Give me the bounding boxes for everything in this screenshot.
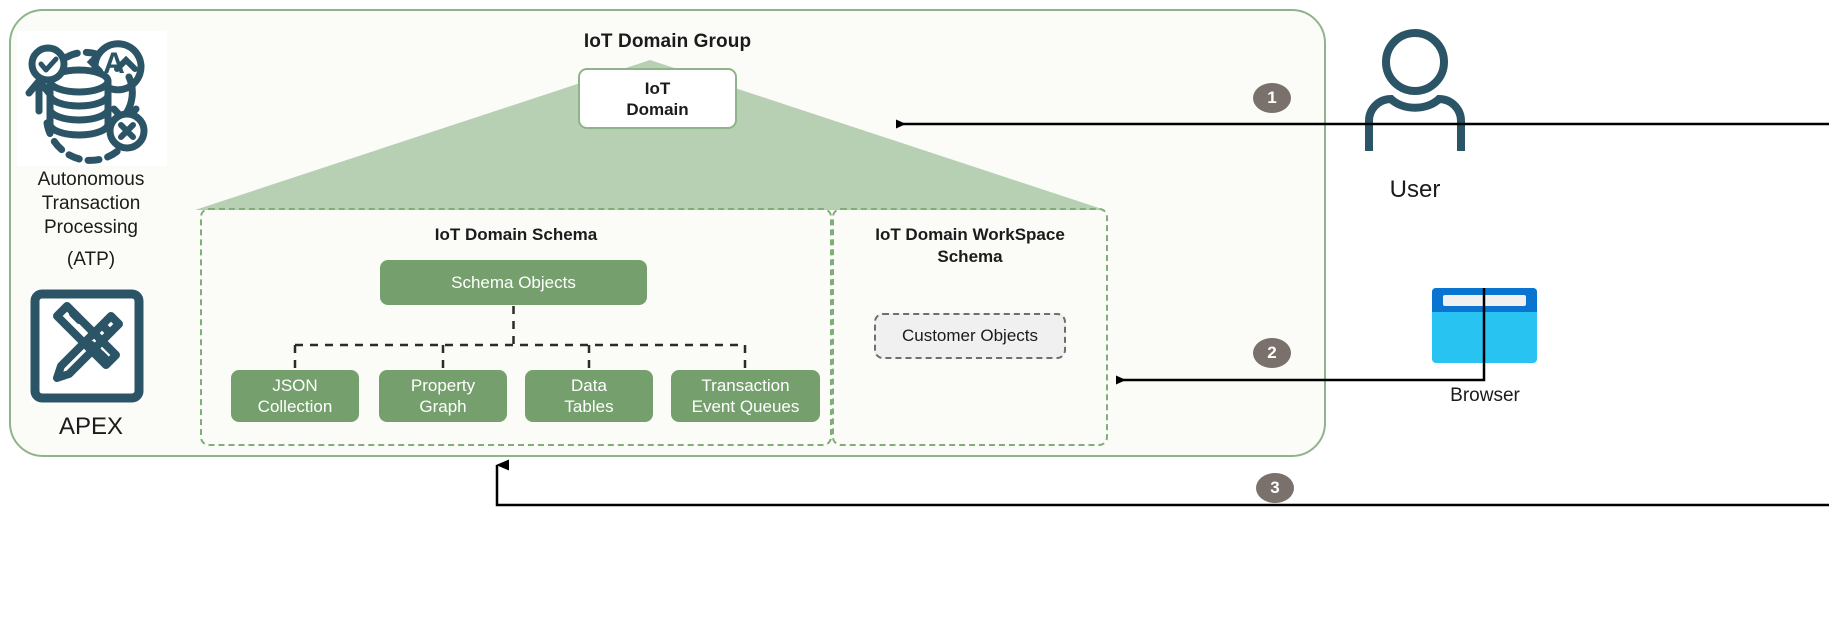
workspace-title-line-1: IoT Domain WorkSpace [875,225,1065,244]
browser-label: Browser [1450,385,1520,406]
step-badge-2: 2 [1253,338,1291,368]
data-tables-line-2: Tables [564,397,614,416]
svg-text:A: A [103,47,125,80]
data-tables-line-1: Data [571,376,607,395]
customer-objects-node[interactable]: Customer Objects [874,313,1066,359]
iot-domain-schema-panel: IoT Domain Schema [200,208,832,446]
iot-domain-node[interactable]: IoT Domain [578,68,737,129]
transaction-event-queues-line-2: Event Queues [691,397,800,416]
json-collection-node[interactable]: JSON Collection [231,370,359,422]
atp-label-line-4: (ATP) [66,249,116,270]
atp-label: Autonomous Transaction Processing (ATP) [6,168,176,272]
data-tables-node[interactable]: Data Tables [525,370,653,422]
transaction-event-queues-node[interactable]: Transaction Event Queues [671,370,820,422]
iot-domain-workspace-schema-panel: IoT Domain WorkSpace Schema [832,208,1108,446]
property-graph-node[interactable]: Property Graph [379,370,507,422]
json-collection-line-1: JSON [272,376,318,395]
atp-label-line-1: Autonomous [37,169,145,190]
atp-icon: A [17,31,167,166]
user-icon [1365,29,1465,151]
property-graph-line-1: Property [410,376,476,395]
step-badge-1: 1 [1253,83,1291,113]
transaction-event-queues-line-1: Transaction [701,376,790,395]
workspace-title-line-2: Schema [937,247,1003,266]
step-badge-3: 3 [1256,473,1294,503]
user-label: User [1389,176,1441,203]
schema-objects-node[interactable]: Schema Objects [380,260,647,305]
iot-domain-schema-title: IoT Domain Schema [434,225,598,244]
property-graph-line-2: Graph [419,397,467,416]
iot-domain-workspace-schema-title: IoT Domain WorkSpace Schema [834,224,1106,268]
iot-domain-line-2: Domain [626,99,689,119]
iot-domain-group-title: IoT Domain Group [583,31,752,52]
json-collection-line-2: Collection [257,397,333,416]
apex-label: APEX [58,413,124,440]
atp-label-line-2: Transaction [41,193,141,214]
atp-label-line-3: Processing [44,217,138,238]
browser-window-icon [1432,288,1537,363]
apex-icon [30,289,144,403]
iot-domain-line-1: IoT [644,78,671,98]
domain-hierarchy-triangle [195,60,1105,210]
